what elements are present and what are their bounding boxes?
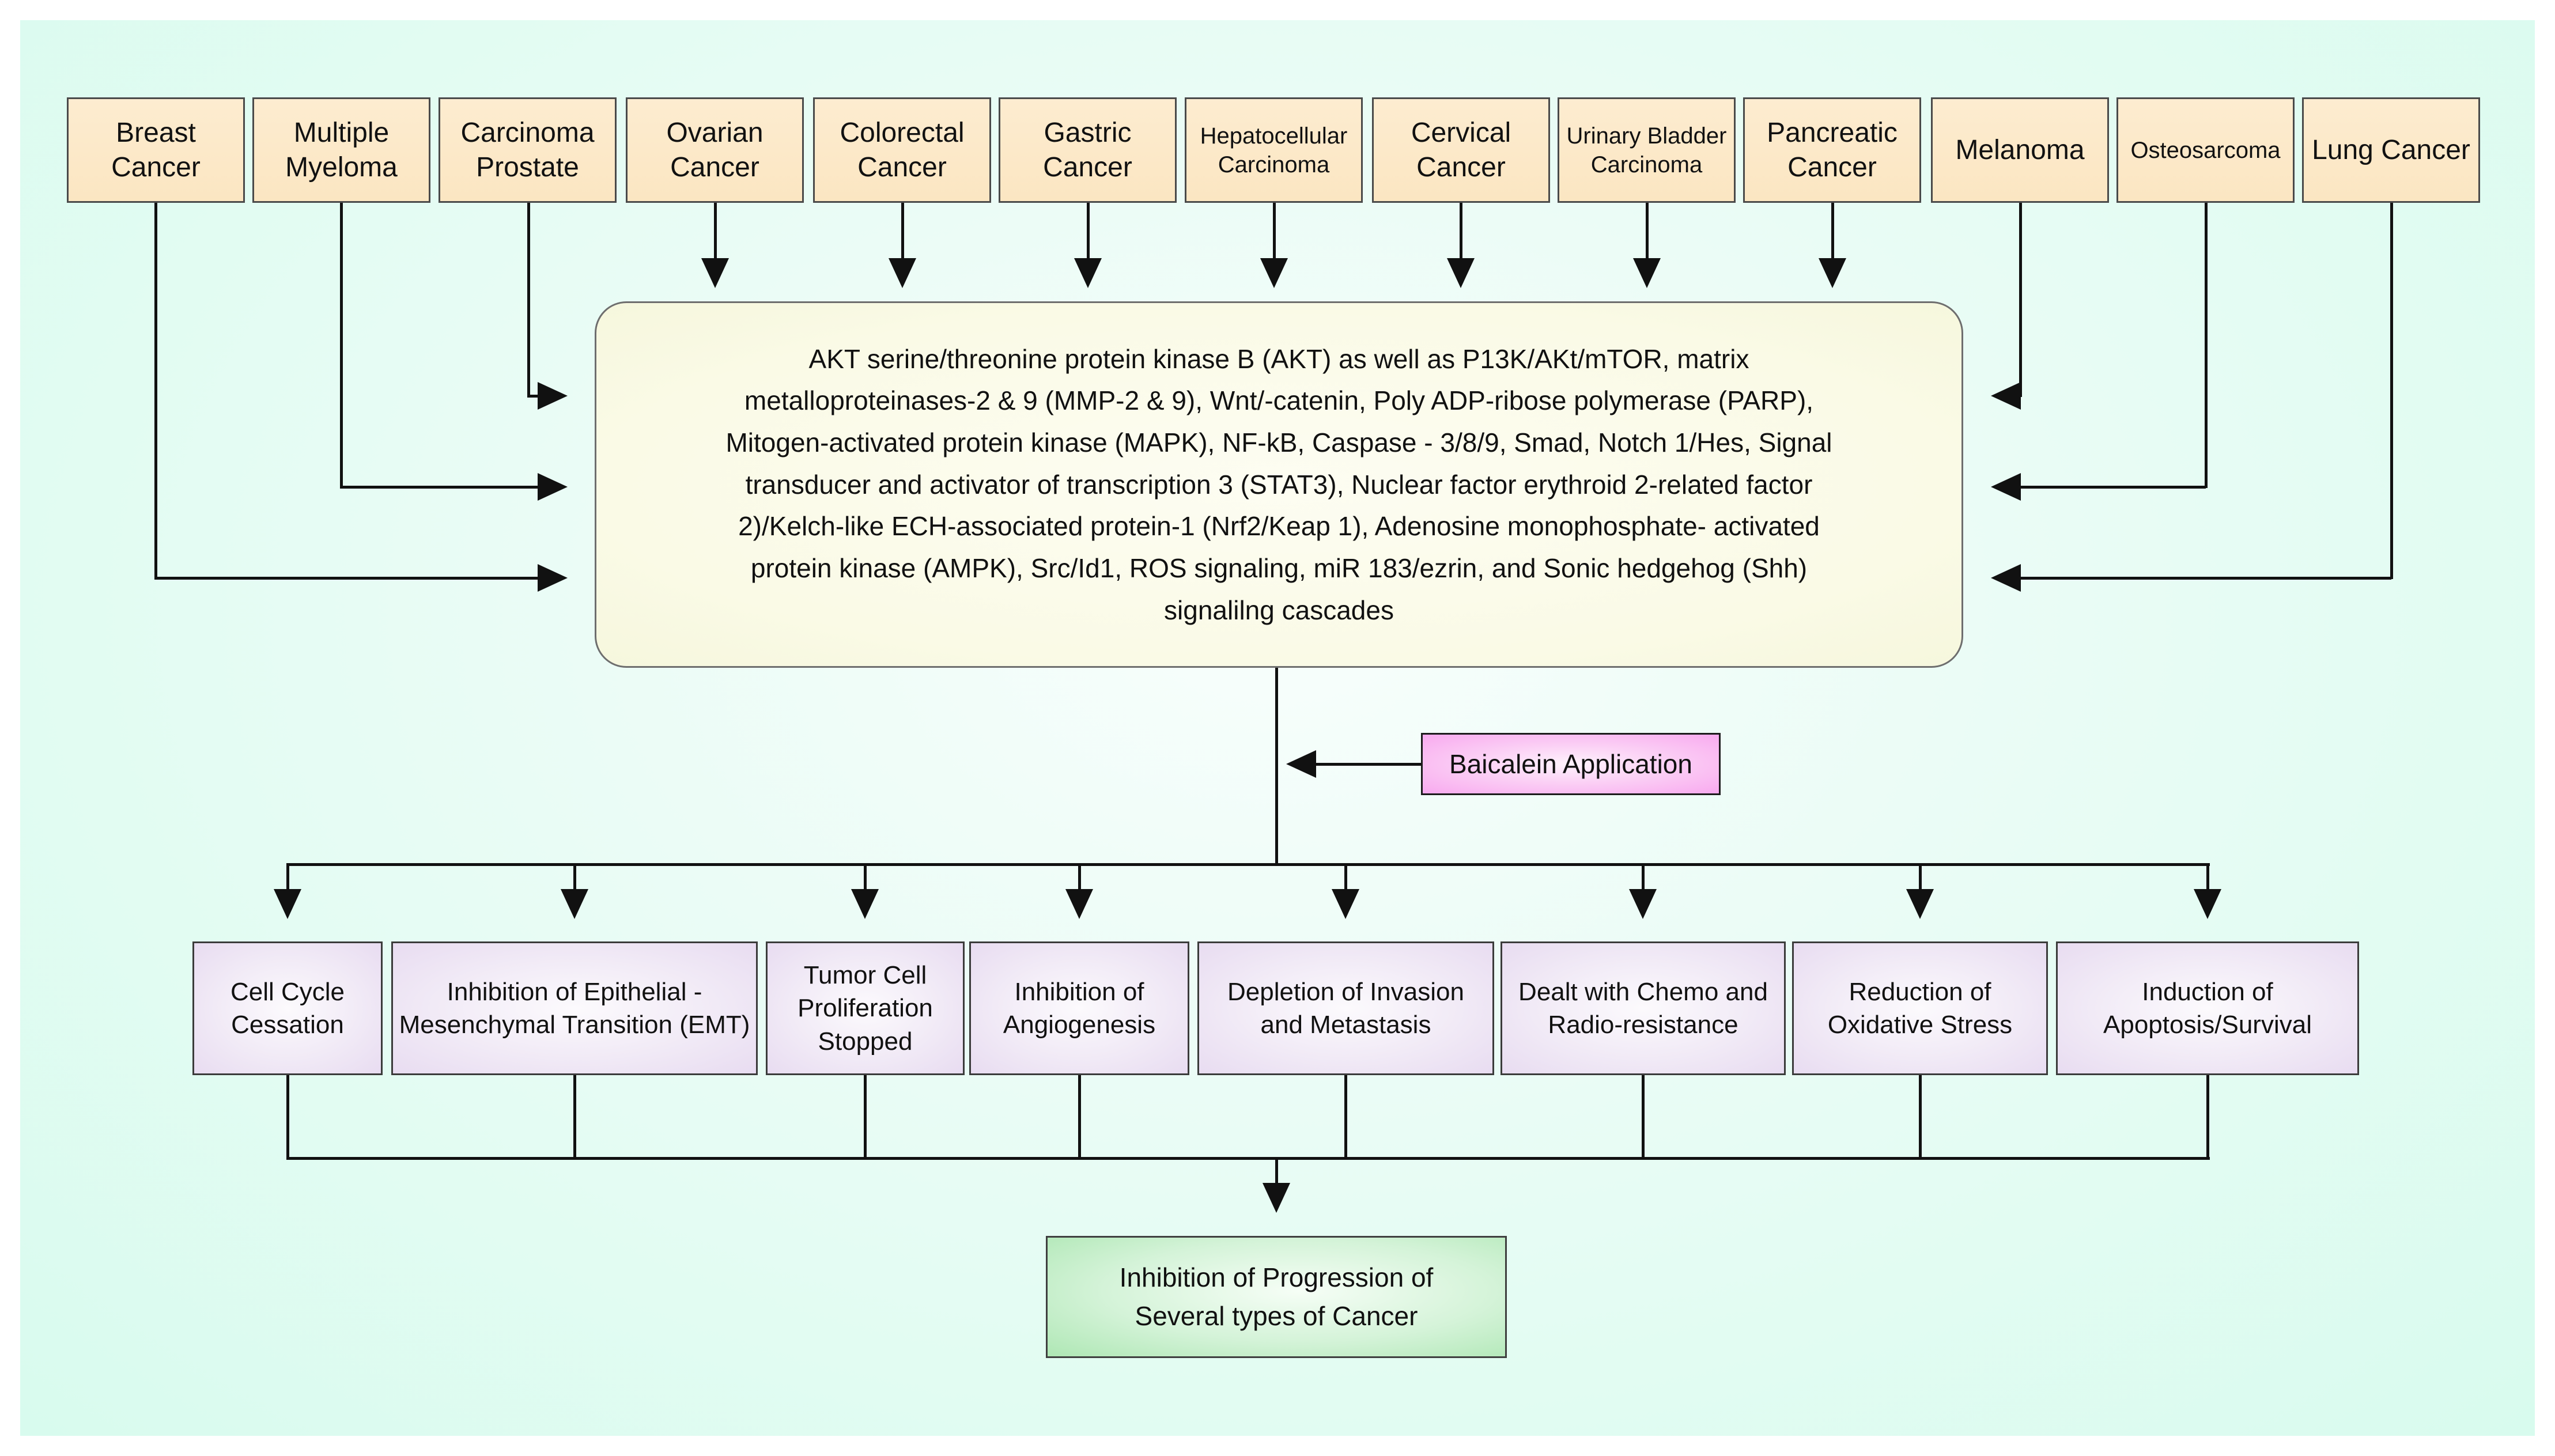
effect-box-cell-cycle: Cell Cycle Cessation: [192, 941, 383, 1075]
connector-line: [1273, 203, 1276, 259]
cancer-box-colorectal: Colorectal Cancer: [813, 97, 991, 203]
baicalein-application-box: Baicalein Application: [1421, 733, 1721, 795]
arrow-right-icon: [538, 473, 568, 501]
effect-box-emt: Inhibition of Epithelial - Mesenchymal T…: [391, 941, 758, 1075]
connector-line: [340, 203, 343, 488]
effect-box-proliferation: Tumor Cell Proliferation Stopped: [766, 941, 965, 1075]
cancer-box-lung: Lung Cancer: [2302, 97, 2480, 203]
arrow-down-icon: [1819, 258, 1846, 288]
cancer-box-multiple-myeloma: Multiple Myeloma: [252, 97, 430, 203]
arrow-down-icon: [1629, 889, 1657, 919]
cancer-box-pancreatic: Pancreatic Cancer: [1743, 97, 1921, 203]
arrow-down-icon: [1447, 258, 1475, 288]
arrow-down-icon: [2194, 889, 2221, 919]
cancer-box-hepatocellular: Hepatocellular Carcinoma: [1185, 97, 1363, 203]
connector-line: [340, 486, 538, 489]
connector-line: [714, 203, 717, 259]
arrow-left-icon: [1991, 382, 2021, 410]
connector-line: [573, 864, 576, 893]
connector-line: [1642, 1075, 1645, 1159]
cancer-box-melanoma: Melanoma: [1931, 97, 2109, 203]
connector-line: [1087, 203, 1090, 259]
arrow-down-icon: [851, 889, 879, 919]
arrow-left-icon: [1991, 564, 2021, 592]
outcome-box: Inhibition of Progression of Several typ…: [1046, 1236, 1507, 1358]
connector-line: [1919, 864, 1922, 893]
arrow-down-icon: [889, 258, 916, 288]
connector-line: [1316, 763, 1421, 766]
cancer-box-urinary-bladder: Urinary Bladder Carcinoma: [1558, 97, 1736, 203]
connector-line: [864, 864, 867, 893]
connector-line: [527, 203, 530, 397]
arrow-down-icon: [1065, 889, 1093, 919]
connector-line: [1831, 203, 1834, 259]
arrow-down-icon: [1633, 258, 1661, 288]
distribution-line: [286, 863, 2210, 866]
arrow-down-icon: [1332, 889, 1359, 919]
arrow-down-icon: [701, 258, 729, 288]
connector-line: [2205, 203, 2208, 488]
connector-line: [154, 203, 157, 579]
connector-line: [901, 203, 904, 259]
connector-line: [1344, 1075, 1347, 1159]
connector-line: [527, 395, 538, 398]
effect-box-apoptosis: Induction of Apoptosis/Survival: [2056, 941, 2359, 1075]
connector-line: [1646, 203, 1649, 259]
connector-line: [573, 1075, 576, 1159]
collector-line: [286, 1157, 2210, 1160]
arrow-down-icon: [1906, 889, 1934, 919]
connector-line: [1078, 1075, 1081, 1159]
effect-box-invasion: Depletion of Invasion and Metastasis: [1197, 941, 1494, 1075]
arrow-down-icon: [1263, 1183, 1290, 1213]
connector-line: [864, 1075, 867, 1159]
arrow-right-icon: [538, 564, 568, 592]
connector-line: [1078, 864, 1081, 893]
connector-line: [286, 864, 289, 893]
arrow-down-icon: [274, 889, 301, 919]
connector-line: [2021, 577, 2391, 580]
cancer-box-carcinoma-prostate: Carcinoma Prostate: [439, 97, 617, 203]
effect-box-angiogenesis: Inhibition of Angiogenesis: [969, 941, 1189, 1075]
connector-line: [2206, 864, 2209, 893]
connector-line: [1275, 668, 1278, 865]
cancer-box-breast: Breast Cancer: [67, 97, 245, 203]
cancer-box-gastric: Gastric Cancer: [999, 97, 1177, 203]
connector-line: [1919, 1075, 1922, 1159]
connector-line: [1344, 864, 1347, 893]
effect-box-chemo-radio: Dealt with Chemo and Radio-resistance: [1501, 941, 1786, 1075]
arrow-down-icon: [1260, 258, 1288, 288]
connector-line: [2021, 486, 2206, 489]
arrow-left-icon: [1991, 473, 2021, 501]
connector-line: [286, 1075, 289, 1159]
connector-line: [1460, 203, 1462, 259]
cancer-box-ovarian: Ovarian Cancer: [626, 97, 804, 203]
arrow-left-icon: [1286, 750, 1316, 778]
effect-box-oxidative-stress: Reduction of Oxidative Stress: [1792, 941, 2048, 1075]
connector-line: [2390, 203, 2393, 579]
arrow-right-icon: [538, 382, 568, 410]
arrow-down-icon: [561, 889, 588, 919]
connector-line: [154, 577, 538, 580]
connector-line: [1642, 864, 1645, 893]
signaling-cascades-box: AKT serine/threonine protein kinase B (A…: [595, 301, 1963, 668]
arrow-down-icon: [1074, 258, 1102, 288]
cancer-box-cervical: Cervical Cancer: [1372, 97, 1550, 203]
connector-line: [2206, 1075, 2209, 1159]
cancer-box-osteosarcoma: Osteosarcoma: [2116, 97, 2295, 203]
connector-line: [2019, 203, 2022, 397]
connector-line: [1275, 1159, 1278, 1185]
